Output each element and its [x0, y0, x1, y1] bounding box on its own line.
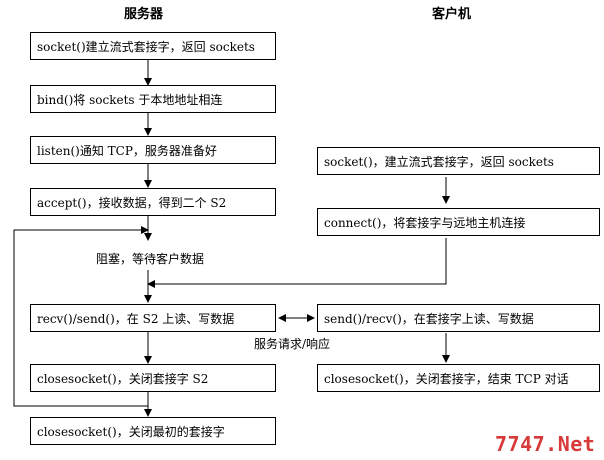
server-step-recv-send: recv()/send()，在 S2 上读、写数据: [30, 304, 276, 332]
loop-back-line: [13, 226, 149, 407]
client-step-send-recv: send()/recv()，在套接字上读、写数据: [317, 304, 600, 332]
server-step-close-initial: closesocket()，关闭最初的套接字: [30, 417, 276, 445]
server-step-listen: listen()通知 TCP，服务器准备好: [30, 136, 276, 164]
client-step-close: closesocket()，关闭套接字，结束 TCP 对话: [317, 364, 600, 392]
server-step-close-s2: closesocket()，关闭套接字 S2: [30, 364, 276, 392]
connect-line: [147, 238, 447, 288]
server-step-socket: socket()建立流式套接字，返回 sockets: [30, 32, 276, 60]
client-step-connect: connect()，将套接字与远地主机连接: [317, 208, 600, 236]
server-header: 服务器: [124, 7, 164, 22]
server-step-bind: bind()将 sockets 于本地地址相连: [30, 85, 276, 113]
client-header: 客户机: [432, 7, 472, 22]
client-step-socket: socket()，建立流式套接字，返回 sockets: [317, 147, 600, 175]
server-step-accept: accept()，接收数据，得到二个 S2: [30, 188, 276, 216]
watermark-logo: 7747.Net: [495, 432, 596, 456]
service-label: 服务请求/响应: [254, 337, 331, 351]
blocking-label: 阻塞，等待客户数据: [96, 252, 205, 266]
